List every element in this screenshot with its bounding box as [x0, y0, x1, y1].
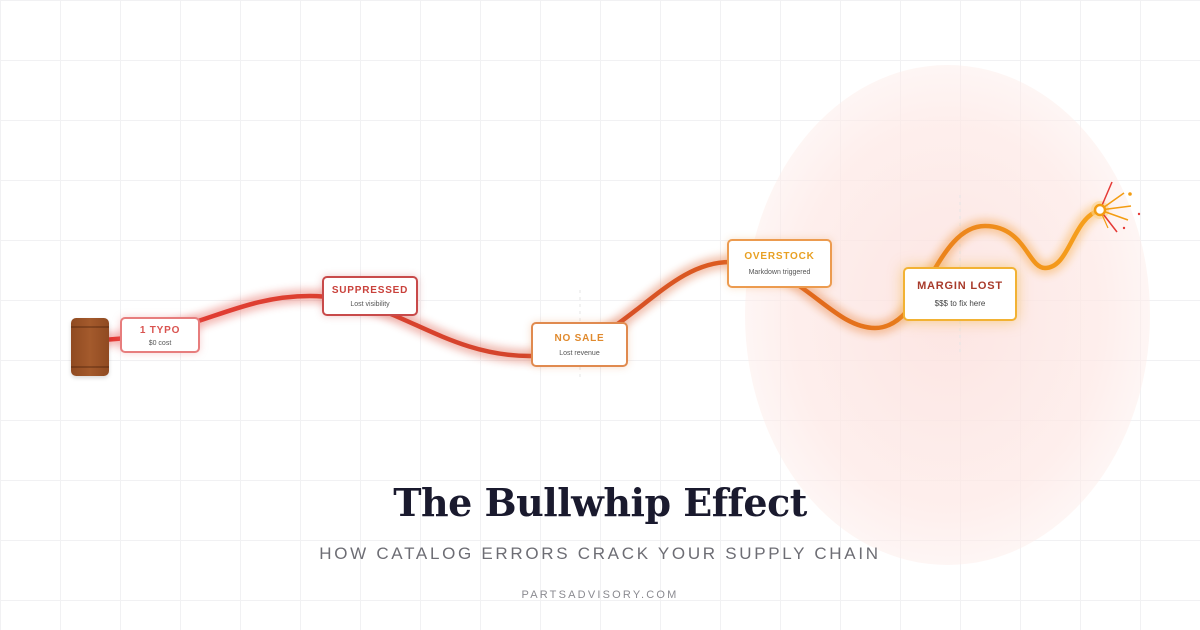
stage-sublabel: Markdown triggered [748, 269, 811, 276]
stage-label: MARGIN LOST [917, 280, 1003, 292]
stage-no-sale-card: NO SALE Lost revenue [531, 322, 628, 367]
stage-suppressed-card: SUPPRESSED Lost visibility [322, 276, 418, 316]
page-subtitle: HOW CATALOG ERRORS CRACK YOUR SUPPLY CHA… [319, 544, 881, 563]
page-title: The Bullwhip Effect [393, 480, 807, 525]
stage-margin-lost-card: MARGIN LOST $$$ to fix here [903, 267, 1017, 321]
whip-handle [71, 318, 109, 376]
stage-label: SUPPRESSED [331, 285, 409, 296]
stage-label: 1 TYPO [139, 325, 181, 336]
stage-label: OVERSTOCK [744, 251, 815, 262]
stage-sublabel: $0 cost [148, 340, 172, 347]
stage-sublabel: $$$ to fix here [934, 299, 986, 308]
stage-sublabel: Lost revenue [559, 350, 600, 357]
stage-sublabel: Lost visibility [350, 301, 390, 308]
crack-spark-icon [1091, 181, 1141, 233]
stage-label: NO SALE [554, 333, 605, 344]
stage-typo-card: 1 TYPO $0 cost [120, 317, 200, 353]
stage-overstock-card: OVERSTOCK Markdown triggered [727, 239, 832, 288]
site-url: PARTSADVISORY.COM [521, 589, 679, 601]
